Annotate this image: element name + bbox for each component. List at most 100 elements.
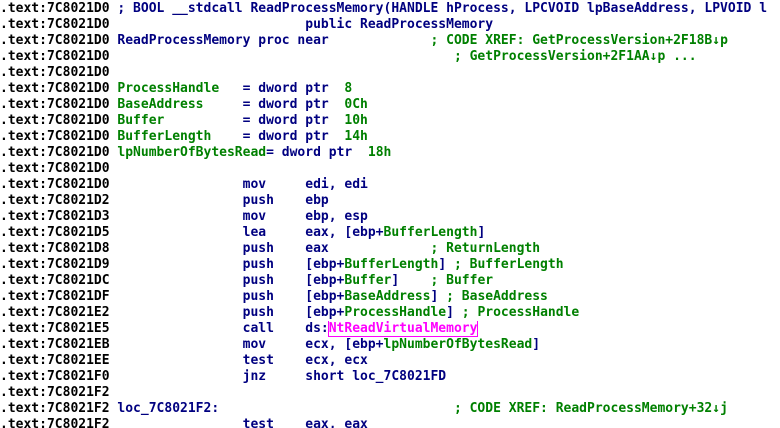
listing-line[interactable]: .text:7C8021E5 call ds:NtReadVirtualMemo… bbox=[0, 321, 780, 337]
variable-name[interactable]: lpNumberOfBytesRead bbox=[117, 145, 267, 160]
code-text: ] bbox=[430, 289, 447, 304]
variable-name[interactable]: BaseAddress bbox=[117, 97, 204, 112]
listing-line[interactable]: .text:7C8021D0 lpNumberOfBytesRead= dwor… bbox=[0, 145, 780, 161]
code-text: push ebp bbox=[109, 193, 329, 208]
address-label: .text:7C8021F2 bbox=[0, 401, 110, 416]
variable-name[interactable]: 14h bbox=[344, 129, 368, 144]
variable-name[interactable]: 8 bbox=[344, 81, 353, 96]
address-label: .text:7C8021D0 bbox=[0, 49, 110, 64]
listing-line[interactable]: .text:7C8021F2 loc_7C8021F2: ; CODE XREF… bbox=[0, 401, 780, 417]
comment-text: ; ProcessHandle bbox=[461, 305, 580, 320]
variable-name[interactable]: 0Ch bbox=[344, 97, 368, 112]
address-label: .text:7C8021D0 bbox=[0, 33, 110, 48]
comment-text: ; BufferLength bbox=[453, 257, 564, 272]
code-text: push [ebp+ bbox=[109, 289, 345, 304]
listing-line[interactable]: .text:7C8021D0 Buffer = dword ptr 10h bbox=[0, 113, 780, 129]
external-symbol[interactable]: NtReadVirtualMemory bbox=[327, 321, 479, 337]
address-label: .text:7C8021D0 bbox=[0, 129, 110, 144]
comment-text: ; CODE XREF: ReadProcessMemory+32 bbox=[219, 401, 713, 416]
variable-name[interactable]: 10h bbox=[344, 113, 368, 128]
address-label: .text:7C8021D0 bbox=[0, 1, 110, 16]
label-text: loc_7C8021F2: bbox=[109, 401, 220, 416]
listing-line[interactable]: .text:7C8021D0 ; GetProcessVersion+2F1AA… bbox=[0, 49, 780, 65]
address-label: .text:7C8021EE bbox=[0, 353, 110, 368]
address-label: .text:7C8021D9 bbox=[0, 257, 110, 272]
address-label: .text:7C8021E5 bbox=[0, 321, 110, 336]
xref-arrow-icon: ↓ bbox=[712, 401, 721, 416]
comment-text: ; ReturnLength bbox=[328, 241, 541, 256]
listing-line[interactable]: .text:7C8021D0 public ReadProcessMemory bbox=[0, 17, 780, 33]
variable-name[interactable]: BufferLength bbox=[344, 257, 439, 272]
listing-line[interactable]: .text:7C8021F2 bbox=[0, 385, 780, 401]
listing-line[interactable]: .text:7C8021D0 ReadProcessMemory proc ne… bbox=[0, 33, 780, 49]
code-text: test ecx, ecx bbox=[109, 353, 368, 368]
listing-line[interactable]: .text:7C8021DF push [ebp+BaseAddress] ; … bbox=[0, 289, 780, 305]
code-text: ] bbox=[477, 225, 486, 240]
address-label: .text:7C8021D8 bbox=[0, 241, 110, 256]
listing-line[interactable]: .text:7C8021E2 push [ebp+ProcessHandle] … bbox=[0, 305, 780, 321]
variable-name[interactable]: ProcessHandle bbox=[344, 305, 447, 320]
address-label: .text:7C8021E2 bbox=[0, 305, 110, 320]
code-text: push eax bbox=[109, 241, 329, 256]
code-text: mov edi, edi bbox=[109, 177, 368, 192]
listing-line[interactable]: .text:7C8021D2 push ebp bbox=[0, 193, 780, 209]
comment-text: ; BaseAddress bbox=[446, 289, 548, 304]
code-text: ] bbox=[446, 305, 462, 320]
address-label: .text:7C8021F2 bbox=[0, 385, 110, 400]
listing-line[interactable]: .text:7C8021D9 push [ebp+BufferLength] ;… bbox=[0, 257, 780, 273]
listing-line[interactable]: .text:7C8021D0 mov edi, edi bbox=[0, 177, 780, 193]
variable-name[interactable]: BaseAddress bbox=[344, 289, 431, 304]
comment-text: p ... bbox=[657, 49, 697, 64]
comment-text: ; CODE XREF: GetProcessVersion+2F18B bbox=[328, 33, 713, 48]
listing-line[interactable]: .text:7C8021D0 BufferLength = dword ptr … bbox=[0, 129, 780, 145]
variable-name[interactable]: Buffer bbox=[117, 113, 165, 128]
listing-line[interactable]: .text:7C8021D0 bbox=[0, 65, 780, 81]
listing-line[interactable]: .text:7C8021D8 push eax ; ReturnLength bbox=[0, 241, 780, 257]
variable-name[interactable]: BufferLength bbox=[383, 225, 478, 240]
code-text: test eax, eax bbox=[109, 417, 368, 428]
label-text: ReadProcessMemory proc near bbox=[109, 33, 329, 48]
code-text: call ds: bbox=[109, 321, 329, 336]
listing-line[interactable]: .text:7C8021EE test ecx, ecx bbox=[0, 353, 780, 369]
listing-line[interactable]: .text:7C8021F2 test eax, eax bbox=[0, 417, 780, 428]
variable-name[interactable]: ProcessHandle bbox=[117, 81, 220, 96]
comment-text: p bbox=[720, 33, 728, 48]
listing-line[interactable]: .text:7C8021EB mov ecx, [ebp+lpNumberOfB… bbox=[0, 337, 780, 353]
address-label: .text:7C8021D0 bbox=[0, 97, 110, 112]
listing-line[interactable]: .text:7C8021F0 jnz short loc_7C8021FD bbox=[0, 369, 780, 385]
address-label: .text:7C8021F2 bbox=[0, 417, 110, 428]
listing-line[interactable]: .text:7C8021DC push [ebp+Buffer] ; Buffe… bbox=[0, 273, 780, 289]
address-label: .text:7C8021EB bbox=[0, 337, 110, 352]
address-label: .text:7C8021D0 bbox=[0, 81, 110, 96]
label-text: public ReadProcessMemory bbox=[109, 17, 494, 32]
xref-arrow-icon: ↓ bbox=[712, 33, 721, 48]
variable-name[interactable]: lpNumberOfBytesRead bbox=[383, 337, 533, 352]
listing-line[interactable]: .text:7C8021D3 mov ebp, esp bbox=[0, 209, 780, 225]
code-text: = dword ptr bbox=[203, 97, 345, 112]
address-label: .text:7C8021D3 bbox=[0, 209, 110, 224]
address-label: .text:7C8021D0 bbox=[0, 145, 110, 160]
address-label: .text:7C8021D0 bbox=[0, 177, 110, 192]
comment-text: ; Buffer bbox=[430, 273, 494, 288]
address-label: .text:7C8021D2 bbox=[0, 193, 110, 208]
address-label: .text:7C8021D5 bbox=[0, 225, 110, 240]
listing-line[interactable]: .text:7C8021D5 lea eax, [ebp+BufferLengt… bbox=[0, 225, 780, 241]
code-text: push [ebp+ bbox=[109, 257, 345, 272]
listing-line[interactable]: .text:7C8021D0 ProcessHandle = dword ptr… bbox=[0, 81, 780, 97]
listing-line[interactable]: .text:7C8021D0 bbox=[0, 161, 780, 177]
code-text: push [ebp+ bbox=[109, 273, 345, 288]
listing-line[interactable]: .text:7C8021D0 ; BOOL __stdcall ReadProc… bbox=[0, 1, 780, 17]
address-label: .text:7C8021F0 bbox=[0, 369, 110, 384]
code-text: = dword ptr bbox=[266, 145, 368, 160]
address-label: .text:7C8021DC bbox=[0, 273, 110, 288]
variable-name[interactable]: Buffer bbox=[344, 273, 392, 288]
variable-name[interactable]: 18h bbox=[367, 145, 392, 160]
xref-arrow-icon: ↓ bbox=[649, 49, 658, 64]
code-text: = dword ptr bbox=[211, 129, 345, 144]
listing-line[interactable]: .text:7C8021D0 BaseAddress = dword ptr 0… bbox=[0, 97, 780, 113]
code-text: lea eax, [ebp+ bbox=[109, 225, 384, 240]
address-label: .text:7C8021D0 bbox=[0, 17, 110, 32]
variable-name[interactable]: BufferLength bbox=[117, 129, 212, 144]
comment-text: ; GetProcessVersion+2F1AA bbox=[109, 49, 650, 64]
